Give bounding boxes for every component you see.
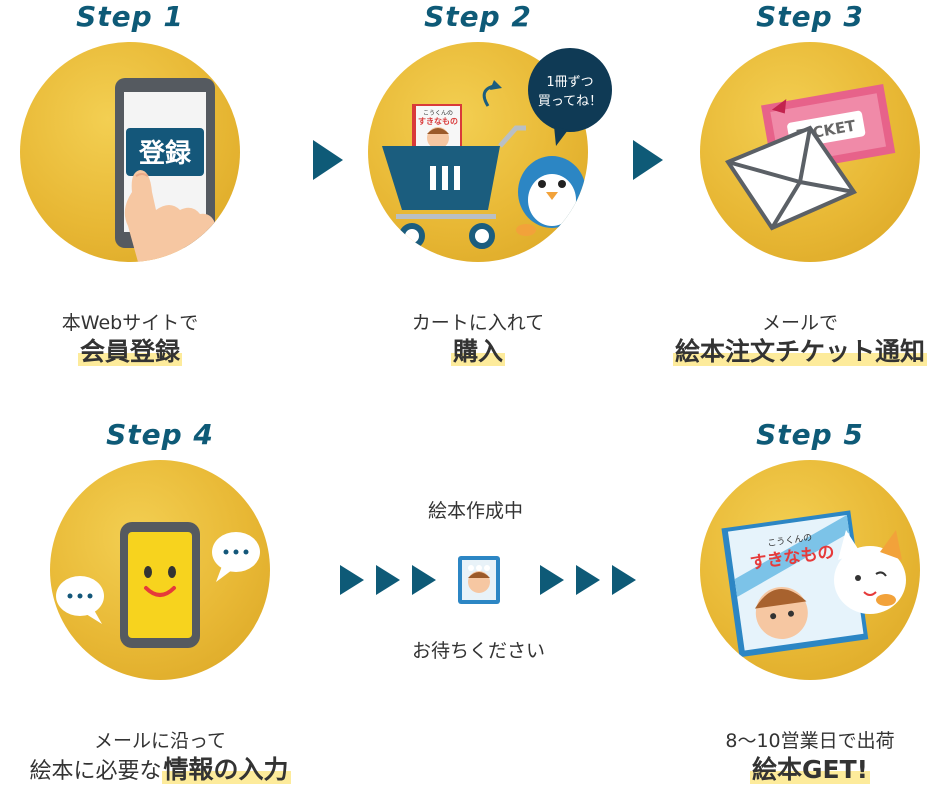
book-icon	[458, 556, 500, 604]
step3-circle: TICKET	[700, 42, 920, 262]
step1-caption-big: 会員登録	[77, 336, 182, 366]
step5-caption: 8～10営業日で出荷 絵本GET!	[680, 730, 940, 785]
step4-caption-small: メールに沿って	[93, 730, 227, 752]
step3-caption-small: メールで	[761, 312, 838, 334]
shopping-cart-icon: こうくんの すきなもの	[382, 80, 586, 249]
step4-caption: メールに沿って 絵本に必要な情報の入力	[0, 730, 320, 785]
step1-caption-small: 本Webサイトで	[61, 312, 199, 334]
arrow-right-icon	[633, 140, 663, 180]
waiting-top-text: 絵本作成中	[428, 500, 524, 522]
step5-caption-big: 絵本GET!	[749, 754, 871, 784]
step5-caption-small: 8～10営業日で出荷	[725, 730, 895, 752]
step4-caption-big: 情報の入力	[161, 754, 291, 784]
step4-caption-prefix: 絵本に必要な	[29, 758, 162, 784]
step2-caption-big: 購入	[450, 336, 505, 366]
cat-icon	[834, 530, 906, 614]
step3-caption: メールで 絵本注文チケット通知	[650, 312, 950, 367]
smartphone-register-icon: 登録	[115, 78, 220, 262]
waiting-bottom-text: お待ちください	[412, 640, 546, 662]
chat-bubble-icon	[56, 576, 104, 624]
bubble-line-1: 1冊ずつ	[546, 75, 593, 90]
step3-title: Step 3	[756, 0, 864, 33]
triple-arrow-icon	[340, 565, 436, 595]
arrow-right-icon	[313, 140, 343, 180]
step5-title: Step 5	[756, 418, 864, 451]
step2-caption-small: カートに入れて	[411, 312, 545, 334]
step1-title: Step 1	[76, 0, 184, 33]
triple-arrow-icon	[540, 565, 636, 595]
ticket-envelope-icon: TICKET	[724, 84, 896, 231]
step4-circle	[50, 460, 270, 680]
picture-book-icon: こうくんの すきなもの	[721, 510, 906, 658]
bubble-line-2: 買ってね！	[538, 94, 602, 109]
step3-caption-big: 絵本注文チケット通知	[672, 336, 927, 366]
penguin-mascot-icon	[516, 156, 586, 238]
step1-circle: 登録	[20, 42, 240, 262]
svg-text:すきなもの: すきなもの	[418, 117, 458, 126]
book-in-cart-icon: こうくんの すきなもの	[412, 104, 462, 152]
step5-circle: こうくんの すきなもの	[700, 460, 920, 680]
register-badge: 登録	[138, 138, 192, 169]
step4-title: Step 4	[106, 418, 214, 451]
step2-title: Step 2	[424, 0, 532, 33]
step1-caption: 本Webサイトで 会員登録	[0, 312, 260, 367]
smartphone-chat-icon	[56, 522, 260, 648]
step2-caption: カートに入れて 購入	[348, 312, 608, 367]
speech-bubble: 1冊ずつ 買ってね！	[528, 48, 612, 146]
svg-text:こうくんの: こうくんの	[423, 110, 453, 117]
chat-bubble-icon	[212, 532, 260, 582]
